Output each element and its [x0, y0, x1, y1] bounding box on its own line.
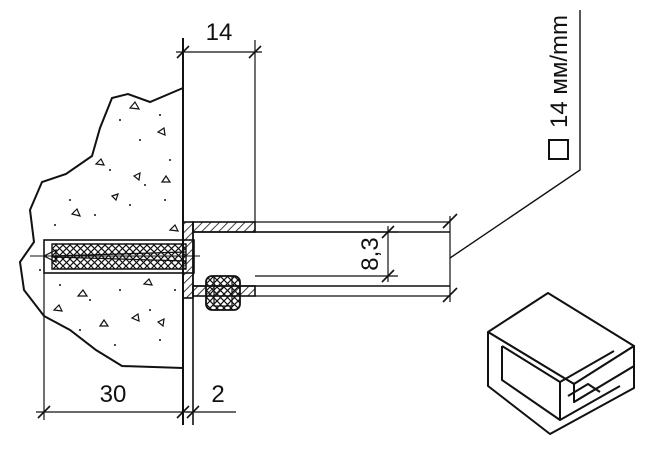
glass-spec-label: 14 мм/mm [546, 15, 573, 128]
dimension-anchor-depth: 30 [36, 273, 190, 420]
dimension-pad-thickness-label: 2 [211, 381, 224, 408]
dimension-gap: 8,3 [255, 225, 398, 283]
dimension-top: 14 [176, 19, 262, 222]
dimension-glass-thickness: 14 мм/mm [442, 10, 581, 303]
concrete-aggregates [52, 100, 180, 328]
dowel-anchor [30, 239, 200, 274]
square-symbol-icon [548, 139, 569, 160]
concrete-speckles [39, 114, 176, 346]
dimension-anchor-depth-label: 30 [100, 381, 127, 408]
holder-back-plate [182, 221, 194, 425]
dimension-top-label: 14 [206, 19, 233, 46]
clip-isometric-view [487, 292, 635, 435]
leader-line [449, 10, 581, 259]
dimension-pad-thickness: 2 [186, 381, 236, 419]
dimension-gap-label: 8,3 [357, 237, 384, 270]
holder-upper-jaw [192, 221, 256, 233]
set-screw [205, 275, 241, 311]
concrete-wall [18, 87, 184, 369]
